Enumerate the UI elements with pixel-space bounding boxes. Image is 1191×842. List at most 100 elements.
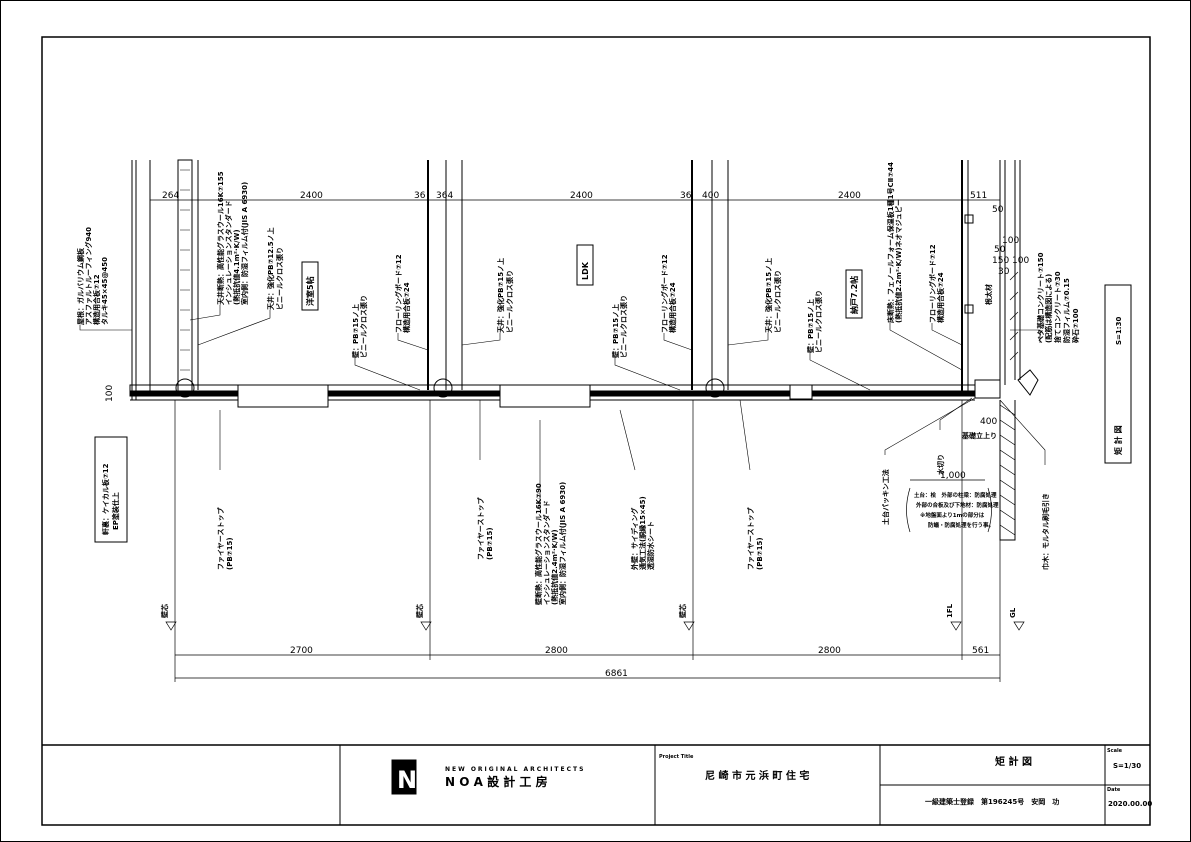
annotation-ceiling-insulation: インシュレーションスタンダード bbox=[224, 200, 233, 305]
scale-box bbox=[1104, 284, 1132, 464]
title-block: N NEW ORIGINAL ARCHITECTS N O A 設 計 工 房 … bbox=[42, 744, 1152, 825]
annotation-floor: フローリングボード⑦12 bbox=[928, 244, 937, 323]
room-label: LDK bbox=[581, 261, 590, 280]
architect-registration: 一級建築士登録 第196245号 安岡 功 bbox=[925, 797, 1059, 806]
annotation-exterior-wall: 通気工法(胴縁15×45) bbox=[638, 496, 647, 570]
dim-top: 36 bbox=[414, 191, 426, 201]
dim-small: 100 bbox=[1012, 256, 1029, 266]
annotation-exterior-wall: 外壁：サイディング bbox=[630, 507, 639, 570]
annotation-wall-insulation: (熱抵抗値2.4m²·K/W) bbox=[550, 529, 559, 605]
scale-value: S=1/30 bbox=[1113, 762, 1141, 770]
structure bbox=[129, 159, 1039, 541]
annotation-wall: ビニールクロス張り bbox=[814, 290, 823, 353]
scale-label: Scale bbox=[1107, 748, 1123, 754]
annotation-roof: 屋根：ガルバリウム鋼板 bbox=[76, 247, 85, 325]
room-label: 洋室5帖 bbox=[305, 276, 315, 306]
annotation-wall: 壁：PB⑦15ノ上 bbox=[611, 304, 620, 358]
annotation-wall: 壁：PB⑦15ノ上 bbox=[351, 304, 360, 358]
note: 土台：桧 外部の柱梁：防腐処理 外部の合板及び下地材：防腐処理 ※地盤面より1m… bbox=[906, 487, 999, 533]
annotation-floor-insulation: (熱抵抗値2.2m²·K/W)ネオマジュピー bbox=[894, 199, 903, 323]
annotation-firestop: ファイヤーストップ bbox=[216, 507, 225, 570]
note-line: ※地盤面より1mの部分は bbox=[920, 511, 985, 519]
scale-box-scale: S=1:30 bbox=[1115, 317, 1123, 345]
annotation-floor-insulation: 床断熱：フェノールフォーム保温板1種1号CⅡ⑦44 bbox=[886, 162, 895, 323]
project-label: Project Title bbox=[659, 754, 694, 760]
date-value: 2020.00.00 bbox=[1108, 800, 1152, 808]
grid-mark: 壁芯 bbox=[160, 604, 169, 618]
annotation-sill: 土台パッキン工法 bbox=[881, 469, 890, 525]
annotation-wall-insulation: 室内側：防湿フィルム付(JIS A 6930) bbox=[558, 482, 567, 605]
dim-bottom: 2700 bbox=[290, 646, 313, 656]
firm-name-en: NEW ORIGINAL ARCHITECTS bbox=[445, 766, 585, 773]
annotation-drip: 水切り bbox=[936, 454, 945, 475]
annotation-ceiling: 天井：強化PB⑦12.5ノ上 bbox=[266, 227, 275, 310]
annotation-firestop: (PB⑦15) bbox=[486, 527, 494, 560]
annotation-roof: アスファルトルーフィング940 bbox=[84, 227, 93, 325]
note-line: 防蟻・防腐処理を行う事。 bbox=[928, 521, 994, 529]
annotation-wall-insulation: 壁断熱：高性能グラスウール16K⑦90 bbox=[534, 483, 543, 605]
room-labels: 洋室5帖 LDK 納戸7.2帖 bbox=[301, 244, 863, 319]
dimension-lines bbox=[150, 199, 1001, 682]
annotation-wall: ビニールクロス張り bbox=[619, 295, 628, 358]
logo-letter: N bbox=[397, 766, 417, 794]
note-line: 外部の合板及び下地材：防腐処理 bbox=[916, 501, 999, 509]
dim-top: 2400 bbox=[300, 191, 323, 201]
project-title: 尼 崎 市 元 浜 町 住 宅 bbox=[705, 769, 809, 782]
annotation-foundation: 砕石⑦100 bbox=[1071, 308, 1080, 343]
dim-top: 2400 bbox=[838, 191, 861, 201]
dim-top: 364 bbox=[436, 191, 453, 201]
eave-label-box bbox=[94, 436, 128, 543]
annotation-roof: タルキ45×45@450 bbox=[100, 257, 109, 325]
annotation-ceiling: ビニールクロス張り bbox=[505, 270, 514, 333]
annotation-floor: フローリングボード⑦12 bbox=[660, 254, 669, 333]
annotation-floor: フローリングボード⑦12 bbox=[394, 254, 403, 333]
annotation-foundation: (配筋は構造図による) bbox=[1044, 274, 1053, 343]
dim-top: 511 bbox=[970, 191, 987, 201]
annotation-ceiling-insulation: 天井断熱：高性能グラスウール16K⑦155 bbox=[216, 171, 225, 305]
annotation-ceiling-insulation: (熱抵抗値4.1m²·K/W) bbox=[232, 229, 241, 305]
annotation-firestop: (PB⑦15) bbox=[226, 537, 234, 570]
annotation-foundation: 捨てコンクリート⑦30 bbox=[1053, 271, 1062, 343]
dim-water-cut: 1,000 bbox=[940, 471, 966, 481]
logo bbox=[391, 759, 417, 795]
annotation-ceiling: 天井：強化PB⑦15ノ上 bbox=[764, 258, 773, 333]
room-label: 納戸7.2帖 bbox=[849, 276, 859, 314]
dim-top: 2400 bbox=[570, 191, 593, 201]
note-line: 土台：桧 外部の柱梁：防腐処理 bbox=[914, 491, 997, 499]
annotation-roof: 構造用合板⑦12 bbox=[92, 274, 101, 325]
annotation-firestop: ファイヤーストップ bbox=[746, 507, 755, 570]
dim-bottom: 561 bbox=[972, 646, 989, 656]
annotation-firestop: (PB⑦15) bbox=[756, 537, 764, 570]
dim-floor: 100 bbox=[105, 385, 115, 402]
annotation-ceiling: ビニールクロス張り bbox=[773, 270, 782, 333]
dim-foundation: 400 bbox=[980, 417, 997, 427]
annotation-wall-insulation: インシュレーションスタンダード bbox=[542, 500, 551, 605]
dim-small: 30 bbox=[998, 267, 1010, 277]
dim-small: 150 bbox=[992, 256, 1009, 266]
annotation-ceiling: 天井：強化PB⑦15ノ上 bbox=[496, 258, 505, 333]
annotation-ceiling-insulation: 室内側：防湿フィルム付(JIS A 6930) bbox=[240, 182, 249, 305]
grid-mark: GL bbox=[1009, 607, 1017, 618]
firm-name: N O A 設 計 工 房 bbox=[445, 774, 548, 789]
date-label: Date bbox=[1107, 787, 1121, 793]
drawing-border bbox=[41, 36, 1151, 826]
dim-total: 6861 bbox=[605, 669, 628, 679]
annotation-skirting: 巾木：モルタル刷毛引き bbox=[1041, 493, 1050, 570]
exterior-wall-left bbox=[177, 159, 193, 396]
grid-markers: 壁芯 壁芯 壁芯 1FL GL bbox=[160, 603, 1025, 631]
dim-small: 50 bbox=[992, 205, 1004, 215]
annotation-firestop: ファイヤーストップ bbox=[476, 497, 485, 560]
dim-bottom: 2800 bbox=[545, 646, 568, 656]
annotation-foundation-rise: 基礎立上り bbox=[961, 431, 997, 440]
dim-top: 264 bbox=[162, 191, 179, 201]
grid-mark: 1FL bbox=[946, 603, 954, 618]
eave-label: 軒裏：ケイカル板⑦12 bbox=[101, 463, 110, 535]
annotation-wall: ビニールクロス張り bbox=[359, 295, 368, 358]
drawing-title: 矩 計 図 bbox=[995, 755, 1032, 768]
annotation-ceiling: ビニールクロス張り bbox=[275, 247, 284, 310]
annotation-foundation: 防湿フィルム⑦0.15 bbox=[1062, 278, 1071, 343]
annotation-wall: 壁：PB⑦15ノ上 bbox=[806, 299, 815, 353]
annotation-exterior-wall: 透湿防水シート bbox=[646, 521, 655, 570]
leader-lines bbox=[79, 305, 1046, 510]
